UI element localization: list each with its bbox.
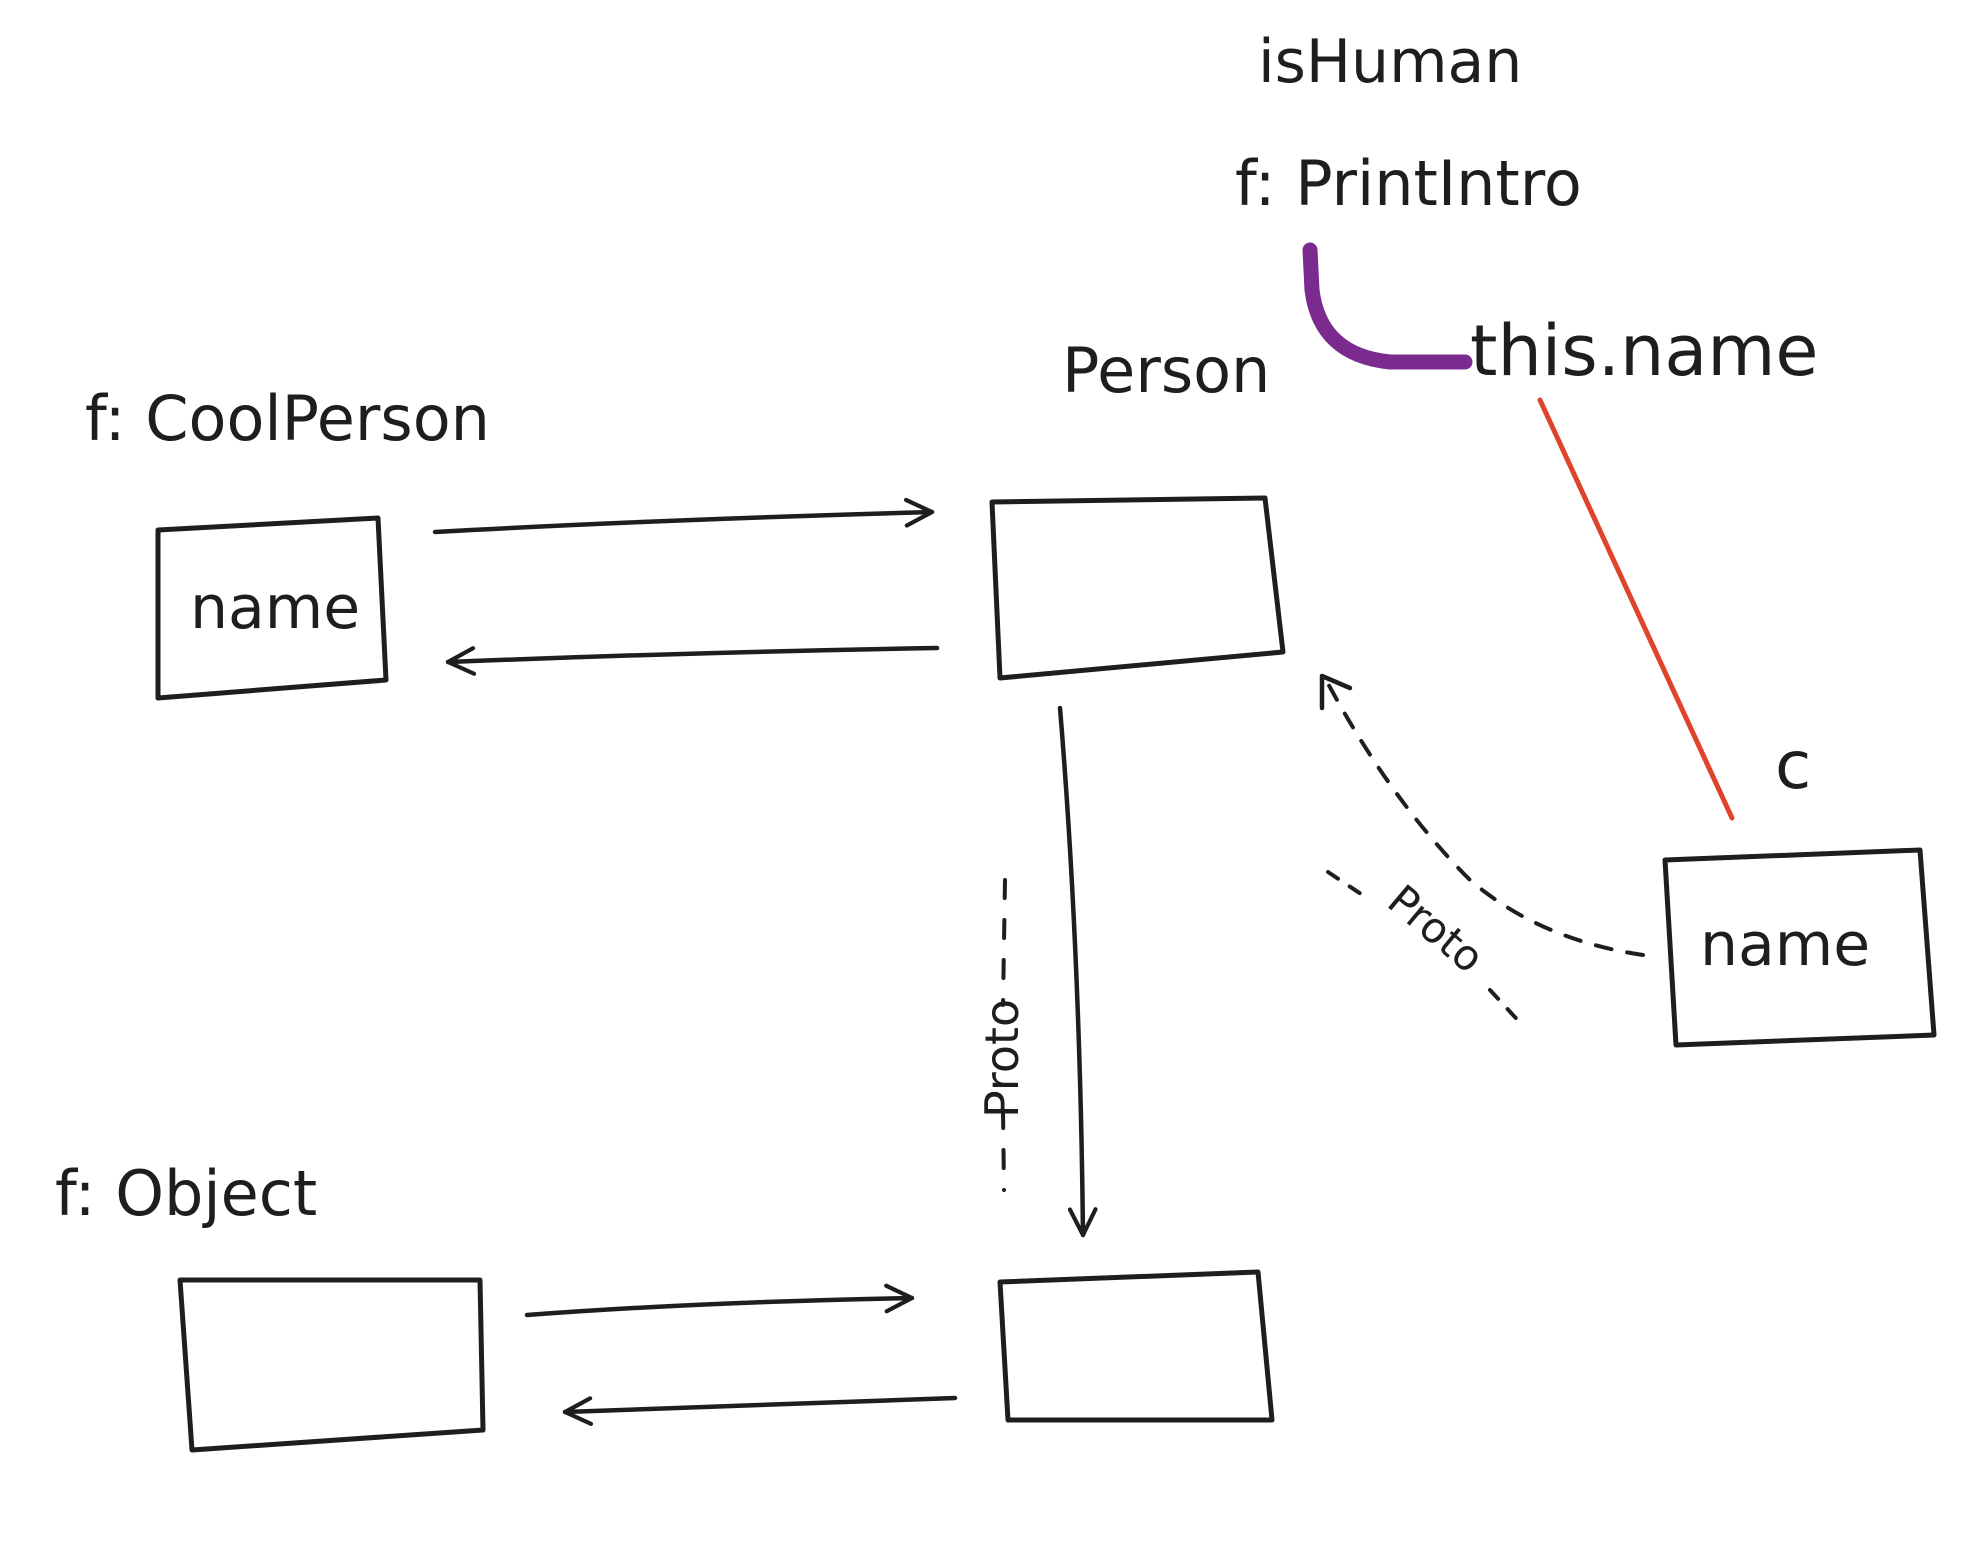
red-link <box>1537 397 1735 821</box>
c-to-person-arrowhead <box>1319 673 1353 711</box>
proto-dash-vertical-bottom <box>1001 1108 1006 1192</box>
proto-dash-diagonal-bottom <box>1488 988 1527 1030</box>
object-prototype-to-object-arrow <box>562 1395 958 1426</box>
is-human-label: isHuman <box>1258 27 1522 97</box>
purple-connector <box>1302 242 1473 370</box>
person-box <box>989 495 1286 681</box>
object-prototype-box <box>997 1269 1275 1423</box>
cool-person-to-person-arrow <box>432 497 935 535</box>
object-box <box>177 1277 486 1453</box>
person-to-cool-person-arrow <box>445 645 940 676</box>
this-name-label: this.name <box>1470 310 1819 392</box>
proto-dash-diagonal-top <box>1326 870 1372 902</box>
cool-person-field: name <box>190 573 360 643</box>
proto-vertical-label: Proto <box>975 999 1029 1118</box>
cool-person-box <box>155 515 389 701</box>
cool-person-label: f: CoolPerson <box>85 382 490 455</box>
instance-c-label: c <box>1775 727 1811 804</box>
proto-diagonal-label: Proto <box>1379 875 1494 982</box>
print-intro-label: f: PrintIntro <box>1235 147 1582 220</box>
person-label: Person <box>1062 334 1270 407</box>
instance-c-field: name <box>1700 910 1870 980</box>
proto-dash-vertical-top <box>1001 878 1007 1007</box>
instance-c-box <box>1662 847 1937 1048</box>
c-to-person-proto-arrow <box>1323 676 1645 957</box>
object-label: f: Object <box>55 1157 317 1230</box>
person-to-object-arrow <box>1057 705 1098 1238</box>
object-to-object-prototype-arrow <box>524 1283 915 1318</box>
